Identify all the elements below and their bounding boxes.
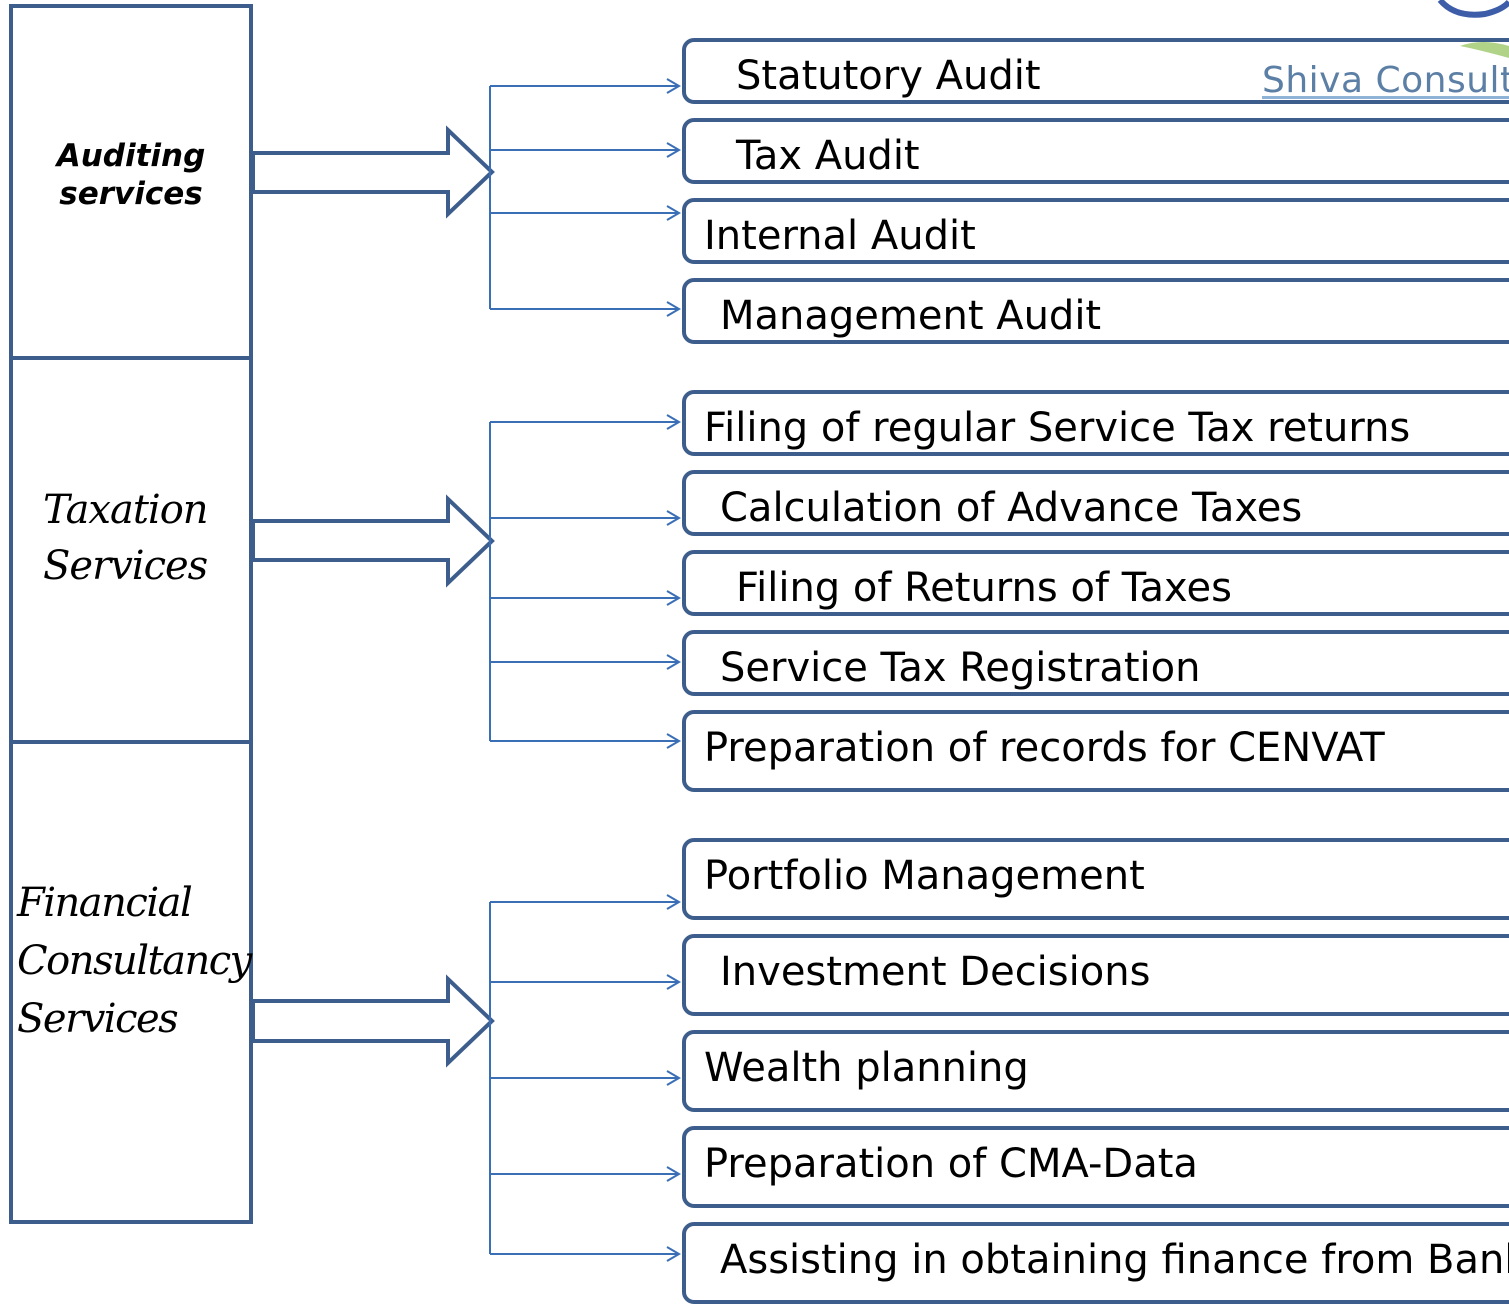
service-cma-data: Preparation of CMA-Data <box>682 1126 1509 1208</box>
block-arrow-auditing <box>251 125 495 219</box>
category-taxation-title: Taxation Services <box>43 482 233 594</box>
block-arrow-financial <box>251 974 495 1068</box>
category-auditing-line-2: services <box>59 176 203 212</box>
service-label: Assisting in obtaining finance from Bank <box>720 1237 1509 1283</box>
service-label: Filing of Returns of Taxes <box>736 565 1232 611</box>
category-auditing-title: Auditing services <box>51 137 211 213</box>
service-label: Filing of regular Service Tax returns <box>704 405 1411 451</box>
category-financial-line-3: Services <box>17 996 179 1042</box>
service-label: Investment Decisions <box>720 949 1151 995</box>
service-label: Internal Audit <box>704 213 976 259</box>
service-label: Wealth planning <box>704 1045 1029 1091</box>
service-records-cenvat: Preparation of records for CENVAT <box>682 710 1509 792</box>
service-statutory-audit: Statutory Audit <box>682 38 1509 104</box>
service-wealth-planning: Wealth planning <box>682 1030 1509 1112</box>
service-tax-registration: Service Tax Registration <box>682 630 1509 696</box>
category-financial-title: Financial Consultancy Services <box>17 874 252 1048</box>
service-calculation-advance-taxes: Calculation of Advance Taxes <box>682 470 1509 536</box>
service-tax-audit: Tax Audit <box>682 118 1509 184</box>
category-taxation-line-2: Services <box>43 543 208 589</box>
service-label: Management Audit <box>720 293 1102 339</box>
company-logo-icon <box>1437 0 1509 58</box>
service-investment-decisions: Investment Decisions <box>682 934 1509 1016</box>
service-label: Tax Audit <box>736 133 920 179</box>
service-label: Portfolio Management <box>704 853 1145 899</box>
service-internal-audit: Internal Audit <box>682 198 1509 264</box>
block-arrow-taxation <box>251 494 495 588</box>
category-auditing-services: Auditing services <box>9 4 253 360</box>
service-label: Service Tax Registration <box>720 645 1201 691</box>
service-finance-from-bank: Assisting in obtaining finance from Bank <box>682 1222 1509 1304</box>
service-portfolio-management: Portfolio Management <box>682 838 1509 920</box>
category-financial-consultancy-services: Financial Consultancy Services <box>9 740 253 1224</box>
service-management-audit: Management Audit <box>682 278 1509 344</box>
category-financial-line-1: Financial <box>17 880 193 926</box>
service-label: Calculation of Advance Taxes <box>720 485 1303 531</box>
service-label: Preparation of CMA-Data <box>704 1141 1198 1187</box>
service-label: Preparation of records for CENVAT <box>704 725 1385 771</box>
company-logo-text: Shiva Consult <box>1262 60 1509 101</box>
category-taxation-line-1: Taxation <box>43 487 209 533</box>
service-filing-returns-of-taxes: Filing of Returns of Taxes <box>682 550 1509 616</box>
category-auditing-line-1: Auditing <box>56 138 206 174</box>
category-taxation-services: Taxation Services <box>9 356 253 744</box>
service-label: Statutory Audit <box>736 53 1041 99</box>
service-filing-service-tax-returns: Filing of regular Service Tax returns <box>682 390 1509 456</box>
category-financial-line-2: Consultancy <box>17 938 252 984</box>
